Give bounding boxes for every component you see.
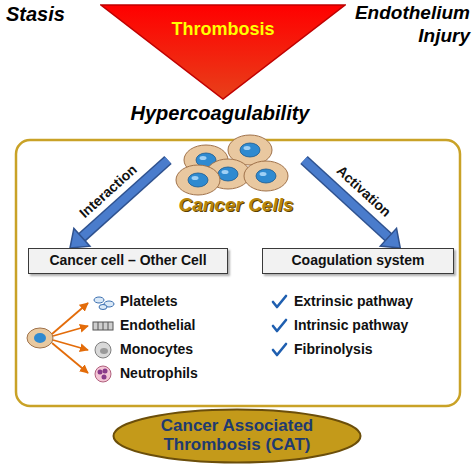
thrombosis-triangle-outline xyxy=(100,4,346,100)
cell-type-label: Neutrophils xyxy=(120,365,198,382)
node-text: Coagulation system xyxy=(291,253,424,268)
cancer-cell-picture xyxy=(176,135,288,195)
container-frame xyxy=(16,140,460,406)
node-text: Cancer Cells xyxy=(178,195,293,216)
block-arrow xyxy=(70,160,168,248)
process-box: Coagulation system xyxy=(262,248,454,274)
node-text: Cancer cell – Other Cell xyxy=(49,253,206,268)
cancer-cells-cluster: Cancer Cells xyxy=(168,126,304,216)
pathway-label: Intrinsic pathway xyxy=(294,317,408,334)
pathway-label: Extrinsic pathway xyxy=(294,293,413,310)
platelet-icon xyxy=(94,297,114,310)
cell-type-label: Platelets xyxy=(120,293,178,310)
triangle-shape xyxy=(101,5,345,99)
side-label: Endothelium Injury xyxy=(350,2,470,48)
cell-type-label: Endothelial xyxy=(120,317,195,334)
side-label: Hypercoagulability xyxy=(0,101,440,125)
edge-label: Interaction xyxy=(74,160,141,222)
check-marks xyxy=(273,296,286,355)
edge-label: Activation xyxy=(332,161,396,221)
fan-lines xyxy=(52,303,88,373)
node-text: Thrombosis xyxy=(171,20,274,40)
side-label: Stasis xyxy=(6,2,65,26)
pathway-label: Fibrinolysis xyxy=(294,341,373,358)
endothelial-icon xyxy=(93,322,113,330)
monocyte-icon xyxy=(95,342,111,358)
outcome-ellipse: Cancer Associated Thrombosis (CAT) xyxy=(112,408,362,464)
process-box: Cancer cell – Other Cell xyxy=(28,248,228,274)
cell-type-label: Monocytes xyxy=(120,341,193,358)
thrombosis-triangle: Thrombosis xyxy=(100,4,346,100)
neutrophil-icon xyxy=(95,366,111,382)
node-text: Cancer Associated Thrombosis (CAT) xyxy=(150,417,325,454)
cancer-cell-icon xyxy=(27,328,53,348)
ellipse-shape xyxy=(114,410,361,463)
block-arrow xyxy=(304,160,400,248)
